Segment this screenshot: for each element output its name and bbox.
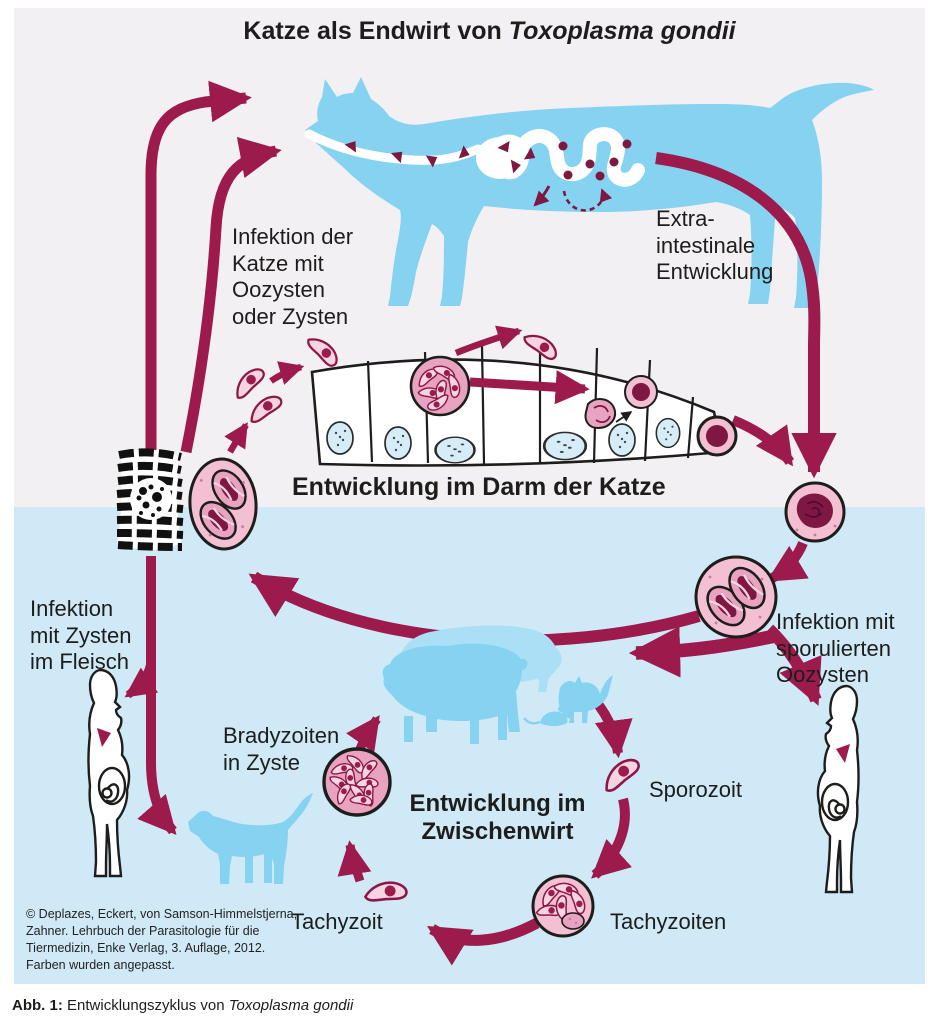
label-intermediate-development: Entwicklung im Zwischenwirt [409,790,586,845]
label-tachyzoites: Tachyzoiten [610,909,727,934]
label-tachyzoite: Tachyzoit [291,909,383,934]
caption-species: Toxoplasma gondii [228,997,354,1014]
cat-digestive-tract [304,127,645,212]
intermediate-hosts [382,625,613,744]
label-sporozoite: Sporozoit [649,777,742,802]
label-infection-cat: Infektion der Katze mit Oozysten oder Zy… [232,224,354,329]
intestinal-exit-arrow [533,185,551,207]
cat-silhouette [304,77,874,308]
arrow-extraintestinal [655,152,837,479]
title-line1: Katze als Endwirt von [243,17,502,45]
arrow-oocyst-to-cat [180,136,282,454]
arrow-meat-to-human [124,659,159,699]
label-gut-development: Entwicklung im Darm der Katze [292,473,666,501]
arrow-cyst-to-animals [346,715,381,753]
oocyst-dots [558,139,632,181]
tachyzoites-cell [531,874,595,938]
free-merozoites [224,325,561,454]
intracellular-oocyst [696,415,738,457]
figure-title: Katze als Endwirt von Toxoplasma gondii [40,16,939,47]
sporulated-oocyst-left [188,457,258,551]
schizont [409,355,471,417]
arrow-gut-to-oocyst [731,415,795,467]
label-cysts-meat: Infektion mit Zysten im Fleisch [30,596,132,674]
gut-epithelium-band [310,344,738,467]
arrow-schizont-to-gamonts [469,370,590,405]
title-species: Toxoplasma gondii [508,17,736,45]
arrow-oocyst-to-animals [628,626,777,678]
bradyzoite-cyst [322,747,392,817]
gamont-arrow [615,411,633,423]
label-bradyzoites: Bradyzoiten in Zyste [223,723,340,775]
arrow-sporozoite-to-tachyzoites [591,797,632,879]
arrow-meat-to-cat [145,80,252,452]
arrow-meat-to-dog [137,556,177,836]
unsporulated-oocyst [784,481,846,543]
pregnant-woman-left [87,668,131,878]
muscle-tissue-cyst [116,448,184,551]
macrogamont [624,375,658,409]
arrow-oocyst-to-human [764,624,822,706]
label-extraintestinal: Extra- intestinale Entwicklung [656,206,774,284]
mouse-silhouette [523,706,568,726]
caption-prefix: Abb. 1: [12,997,63,1014]
dashed-recycle-arrow [562,188,613,212]
copyright-credit: © Deplazes, Eckert, von Samson-Himmelstj… [26,907,298,972]
arrow-tachyzoite-to-cyst [337,840,372,883]
sporulated-oocyst-right [694,555,778,639]
chicken-silhouette [558,675,613,723]
label-sporulated-oocysts: Infektion mit sporulierten Oozysten [776,609,895,687]
arrow-sporulation [766,540,809,584]
arrow-tachyzoites-to-tachyzoite [426,918,540,966]
caption-body: Entwicklungszyklus von [67,997,225,1014]
dog-silhouette [188,793,313,884]
pig-silhouette [382,643,528,744]
figure-caption: Abb. 1: Entwicklungszyklus von Toxoplasm… [12,996,353,1015]
microgamont [584,398,616,430]
